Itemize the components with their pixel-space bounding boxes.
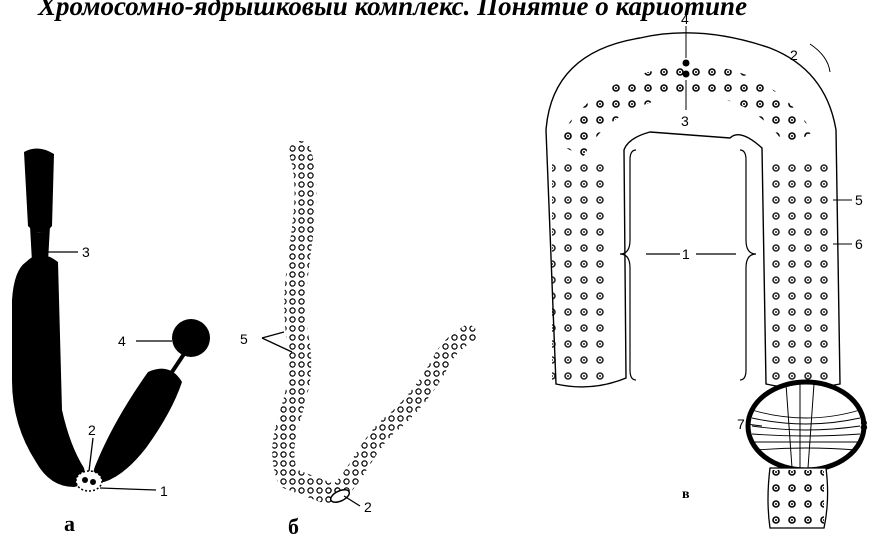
chromonema-left <box>552 160 612 380</box>
panel-v-callout-8: 8 <box>860 417 868 433</box>
panel-v-callout-3: 3 <box>681 113 689 129</box>
panel-v-callout-1: 1 <box>682 246 690 262</box>
panel-a-callout-1: 1 <box>160 483 168 499</box>
panel-v-callout-7: 7 <box>737 416 745 432</box>
nucleolus <box>748 382 864 470</box>
panel-a-callout-4: 4 <box>118 333 126 349</box>
panel-v-callout-2: 2 <box>790 47 798 63</box>
panel-b-label: б <box>288 514 299 538</box>
panel-a-label: а <box>64 511 75 536</box>
panel-b-callout-2: 2 <box>364 499 372 515</box>
centromere <box>76 471 102 491</box>
short-arm-chromatid <box>93 354 184 482</box>
satellite-v <box>768 468 828 528</box>
satellite <box>172 319 210 357</box>
panel-b-callout-5: 5 <box>240 331 248 347</box>
panel-a-callout-3: 3 <box>82 244 90 260</box>
panel-a-callout-2: 2 <box>88 422 96 438</box>
panel-a-diagram <box>12 148 210 491</box>
panel-v-callout-6: 6 <box>855 236 863 252</box>
long-coiled-chromatid <box>283 152 330 494</box>
panel-v-callout-5: 5 <box>855 192 863 208</box>
long-arm-chromatid <box>12 148 85 487</box>
short-coiled-chromatid <box>336 334 468 494</box>
panel-v-diagram <box>546 26 864 528</box>
chromonema-right <box>766 160 830 380</box>
panel-v-callout-4: 4 <box>681 11 689 27</box>
panel-v-label: в <box>682 487 690 502</box>
panel-b-diagram <box>262 152 468 506</box>
brace-1 <box>620 150 756 380</box>
